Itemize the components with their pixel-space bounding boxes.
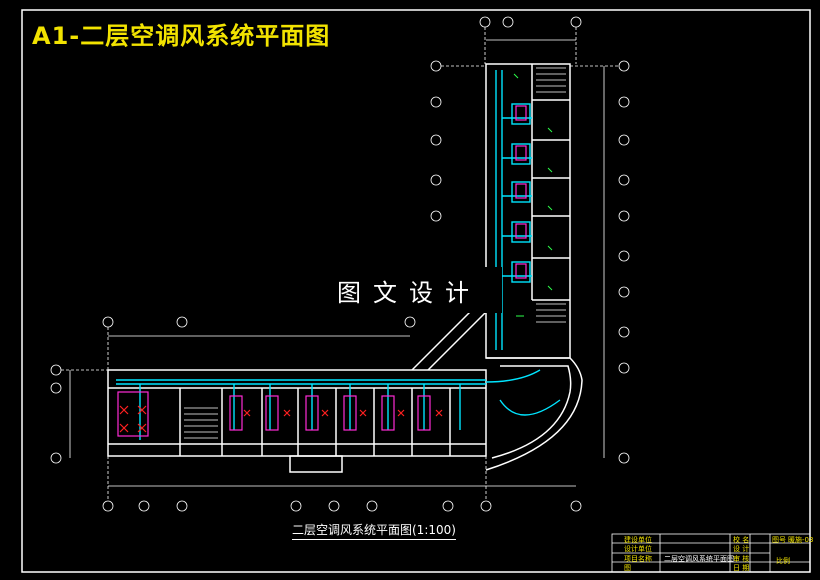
grid-axes — [50, 16, 630, 512]
north-stair — [536, 67, 566, 323]
tb-label-2: 项目名称 — [624, 555, 652, 563]
plan-caption: 二层空调风系统平面图(1:100) — [292, 521, 456, 540]
west-stair — [184, 407, 218, 439]
tb-label-0: 建设单位 — [624, 536, 652, 544]
duct-west — [116, 369, 561, 440]
tb-label-1: 设计单位 — [624, 545, 652, 553]
diffusers — [119, 405, 443, 433]
tb-sheet-label: 图号 — [772, 536, 786, 544]
sheet-border — [21, 9, 811, 573]
tb-right-label: 比例 — [776, 557, 790, 565]
green-markers — [513, 73, 553, 317]
tb-drawing-name: 二层空调风系统平面图 — [664, 555, 734, 563]
curved-corner — [485, 357, 583, 471]
title-block-frame — [611, 533, 811, 573]
west-wing-walls — [107, 369, 487, 473]
tb-col2-0: 校 名 — [733, 536, 750, 544]
watermark-label: 图文设计 — [316, 267, 502, 313]
tb-col2-3: 日 期 — [733, 564, 750, 572]
tb-col2-2: 审 核 — [733, 555, 750, 563]
tb-sheet-code: 暖施-03 — [788, 536, 814, 544]
drawing-title: A1-二层空调风系统平面图 — [32, 22, 331, 50]
north-wing-walls — [485, 63, 571, 359]
equipment-units — [117, 105, 527, 437]
tb-label-3: 图 — [624, 564, 631, 572]
tb-col2-1: 设 计 — [733, 545, 750, 553]
